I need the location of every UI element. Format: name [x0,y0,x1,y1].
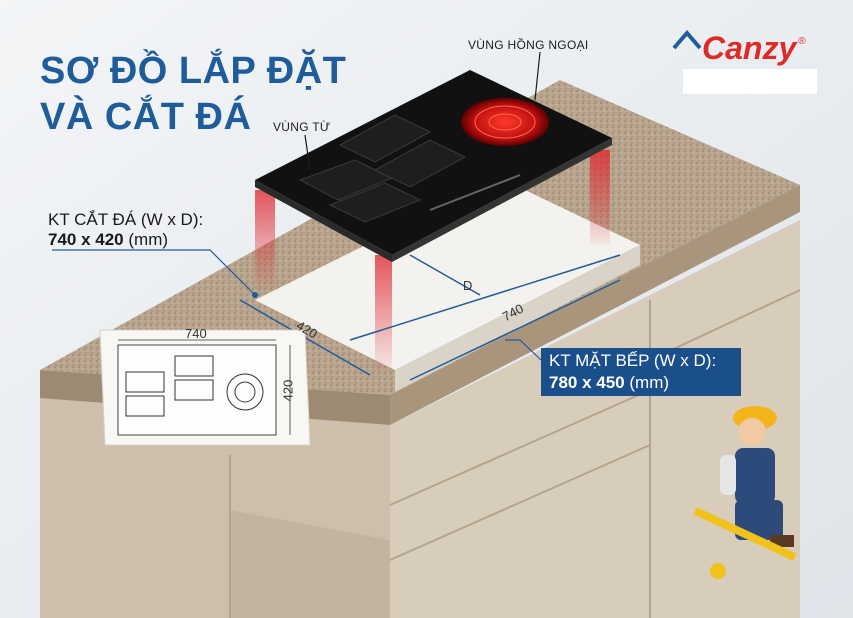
countertop-label: KT MẶT BẾP (W x D): [549,351,717,370]
brand-bar [683,69,817,94]
countertop-value: 780 x 450 [549,373,625,392]
countertop-leader [505,339,542,361]
cutout-callout: KT CẮT ĐÁ (W x D): 740 x 420 (mm) [48,210,218,250]
projection-glow [255,150,610,370]
cutout-unit: (mm) [128,230,169,249]
dimension-d: D [463,278,473,293]
plan-width: 740 [185,326,207,341]
infrared-zone-ring [461,98,549,146]
induction-leader [304,134,311,171]
cutout-leader [52,249,256,296]
plan-depth: 420 [280,379,296,402]
cutout-value: 740 x 420 [48,230,124,249]
worker-illustration [693,406,797,579]
dimension-lines [239,254,621,381]
brand-name: Canzy [702,30,797,66]
brand-roof-icon [672,29,702,50]
brand-logo: Canzy ® [702,30,806,67]
plan-drawing [99,329,311,446]
cutout-hole [255,178,640,370]
page-title: SƠ ĐỒ LẮP ĐẶT VÀ CẮT ĐÁ [40,48,346,140]
cooktop [255,70,612,262]
infrared-leader [534,51,541,101]
title-line-1: SƠ ĐỒ LẮP ĐẶT [40,50,347,92]
induction-zone-label: VÙNG TỪ [273,120,331,134]
countertop-callout: KT MẶT BẾP (W x D): 780 x 450 (mm) [541,348,741,396]
countertop-unit: (mm) [629,373,670,392]
title-line-2: VÀ CẮT ĐÁ [40,96,252,138]
cutout-label: KT CẮT ĐÁ (W x D): [48,210,204,229]
cabinet-body [40,220,801,618]
brand-mark: ® [798,36,806,47]
infrared-zone-label: VÙNG HỒNG NGOẠI [468,38,589,52]
